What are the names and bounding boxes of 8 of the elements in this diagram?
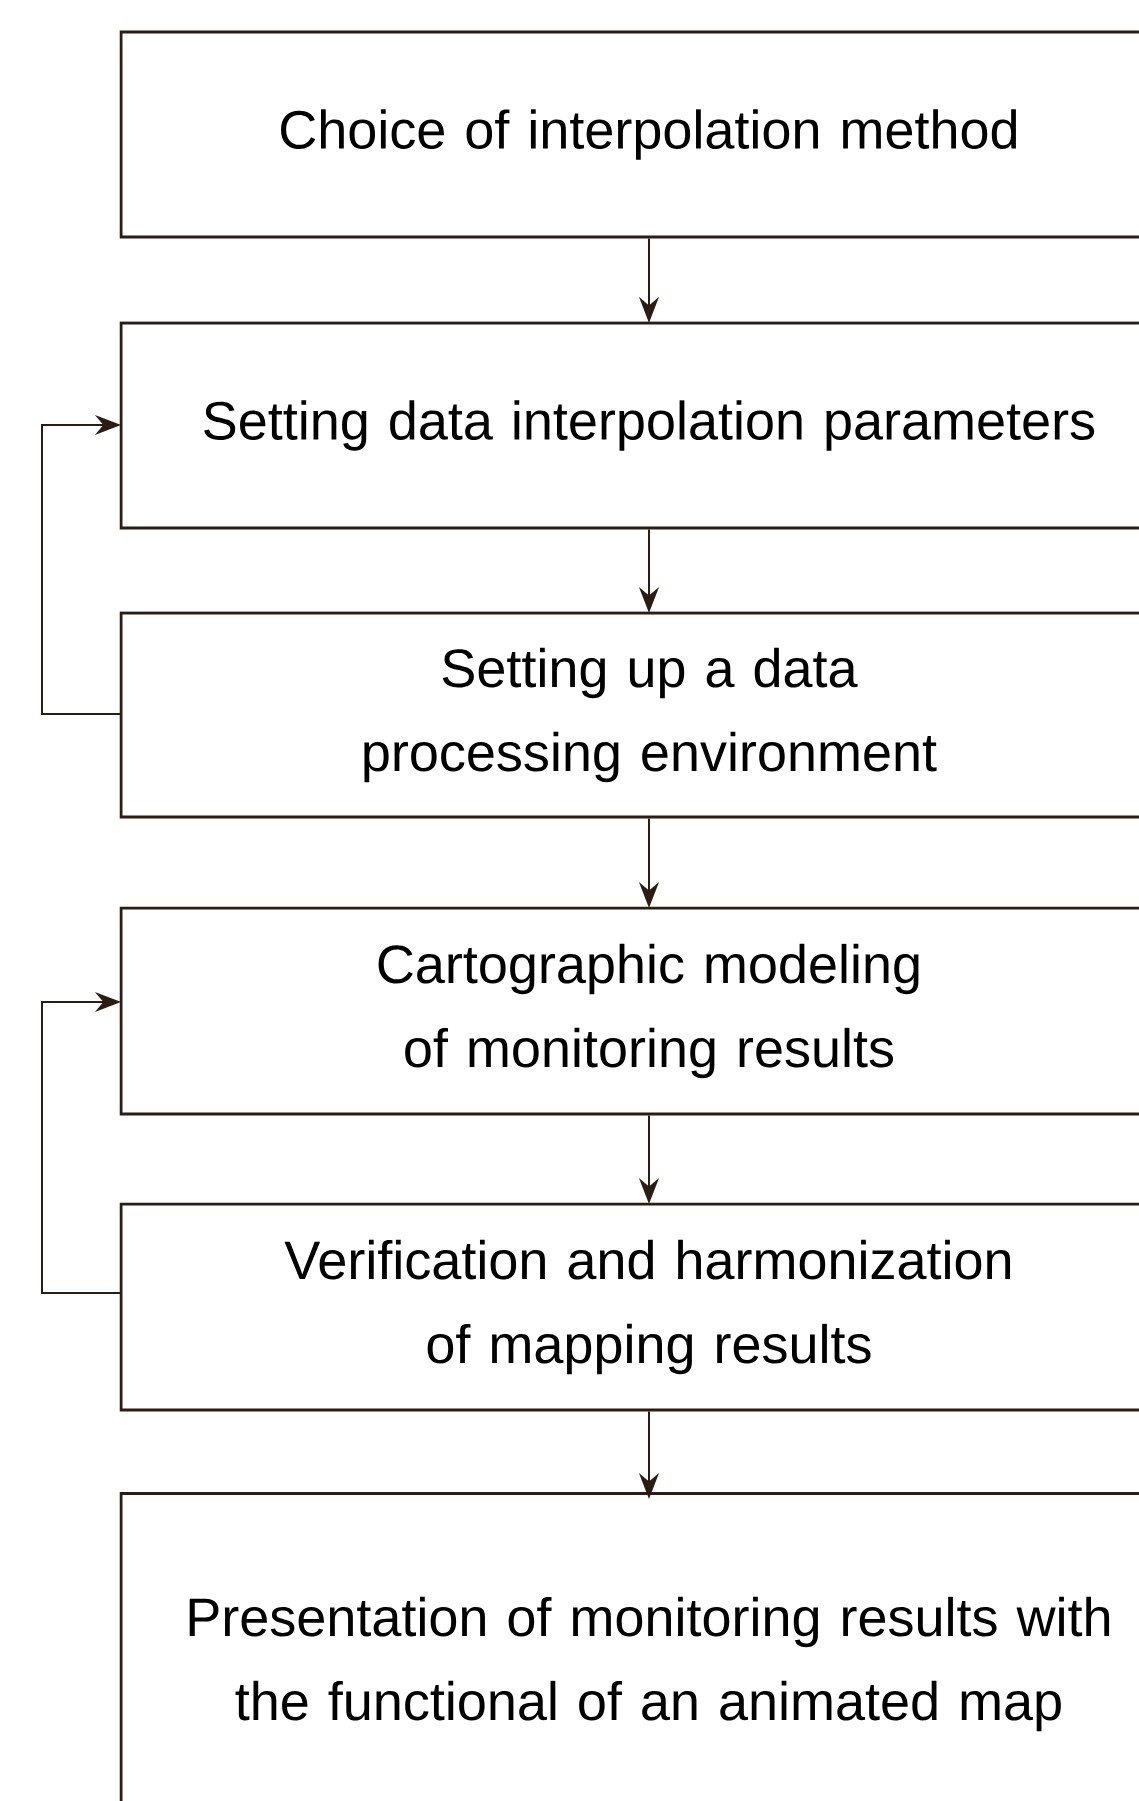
- arrow: [41, 414, 122, 715]
- process-box: Setting data interpolation parameters: [119, 321, 1139, 530]
- process-box: Verification and harmonization of mapping results: [119, 1202, 1139, 1412]
- arrow: [41, 991, 122, 1294]
- process-box: Choice of interpolation method: [119, 30, 1139, 239]
- process-box: Setting up a data processing environment: [119, 611, 1139, 819]
- process-box: Cartographic modeling of monitoring results: [119, 906, 1139, 1116]
- process-box: Presentation of monitoring results with the functional of an animated map: [119, 1492, 1139, 1801]
